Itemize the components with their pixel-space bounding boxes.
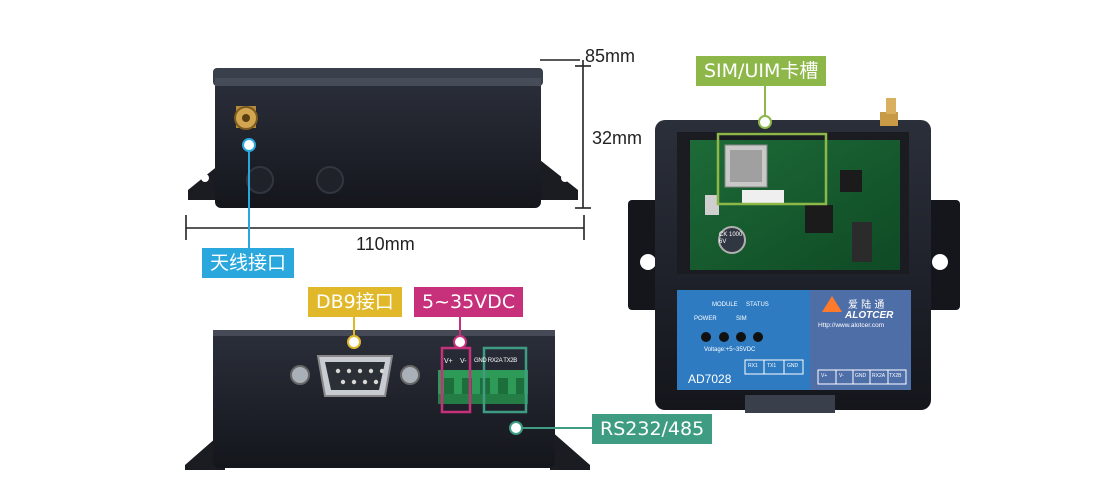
capacitor-label: CK 1000 6V xyxy=(719,232,743,245)
sim-highlight xyxy=(716,132,828,206)
rs-highlight xyxy=(482,346,528,414)
top-antenna-connector-icon xyxy=(880,98,898,126)
rs-label: RS232/485 xyxy=(592,414,713,444)
depth-dimension: 85mm xyxy=(585,46,636,66)
power-label: 5~35VDC xyxy=(414,287,524,317)
terminal-left-1: RX1 xyxy=(748,363,758,369)
terminal-right-1: V+ xyxy=(821,373,828,379)
height-dimension: 32mm xyxy=(592,128,643,148)
db9-label: DB9接口 xyxy=(308,287,402,317)
terminal-left-3: GND xyxy=(787,363,799,369)
antenna-label: 天线接口 xyxy=(202,248,295,278)
panel-power-label: POWER xyxy=(694,316,717,322)
sim-slot-label: SIM/UIM卡槽 xyxy=(696,56,827,86)
panel-brand: ALOTCER xyxy=(845,310,894,321)
terminal-right-2: V- xyxy=(839,373,844,379)
db9-connector-icon xyxy=(290,355,420,397)
terminal-right-3: GND xyxy=(855,373,867,379)
terminal-left-2: TX1 xyxy=(767,363,777,369)
antenna-connector-icon xyxy=(234,106,258,130)
panel-status-label: STATUS xyxy=(746,302,769,308)
width-dimension: 110mm xyxy=(356,234,415,254)
label-panel xyxy=(677,290,911,390)
terminal-vplus-label: V+ xyxy=(444,358,453,365)
dimension-lines xyxy=(185,59,591,240)
power-highlight xyxy=(440,346,472,414)
panel-url: Http://www.alotcer.com xyxy=(818,322,885,329)
panel-model: AD7028 xyxy=(688,372,732,386)
panel-module-label: MODULE xyxy=(712,302,738,308)
front-view-device xyxy=(185,330,590,470)
panel-brand-cn: 爱 陆 通 xyxy=(848,300,885,311)
terminal-right-4: RX2A xyxy=(872,373,886,379)
terminal-serial-label: GND RX2A TX2B xyxy=(474,358,518,364)
panel-voltage-label: Voltage:+5~35VDC xyxy=(704,347,756,353)
terminal-right-5: TX2B xyxy=(889,373,902,379)
panel-sim-label: SIM xyxy=(736,316,747,322)
side-view-device xyxy=(188,68,578,208)
terminal-vminus-label: V- xyxy=(460,358,467,365)
